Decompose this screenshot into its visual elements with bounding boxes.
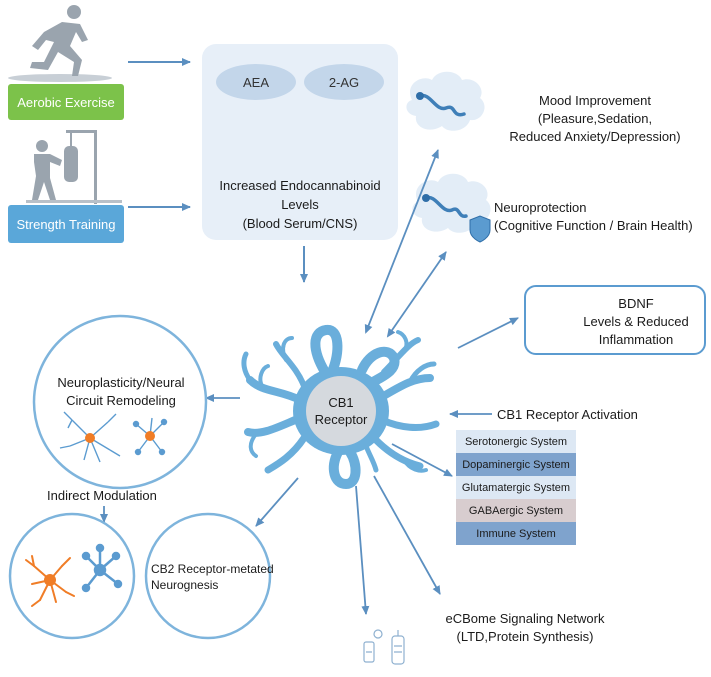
neuroplasticity-line2: Circuit Remodeling [66,393,176,408]
cb2-line2: Neurognesis [151,578,219,592]
system-item-immune: Immune System [456,522,576,545]
bdnf-line1: BDNF [618,296,654,311]
ecb-caption-line2: Levels [281,197,319,212]
neuroprotection-line1: Neuroprotection [494,200,587,215]
blue-neuron-icon [81,543,123,593]
aea-pill: AEA [216,64,296,100]
neuroprotection-line2: (Cognitive Function / Brain Health) [494,218,693,233]
endocannabinoid-box: AEA 2-AG Increased Endocannabinoid Level… [202,44,398,240]
mood-improvement-text: Mood Improvement (Pleasure,Sedation, Red… [488,92,702,146]
mood-line2: (Pleasure,Sedation, [537,111,653,126]
orange-neuron-icon [25,555,75,607]
endocannabinoid-caption: Increased Endocannabinoid Levels (Blood … [202,176,398,233]
system-item-gabaergic: GABAergic System [456,499,576,522]
neuroplasticity-text: Neuroplasticity/Neural Circuit Remodelin… [34,374,208,410]
bdnf-text: BDNF Levels & Reduced Inflammation [570,295,702,349]
neurogenesis-circle [8,512,136,640]
ecbome-line2: (LTD,Protein Synthesis) [456,629,594,644]
indirect-modulation-label: Indirect Modulation [47,488,157,503]
cb1-receptor-node: CB1 Receptor [306,376,376,446]
ecb-caption-line3: (Blood Serum/CNS) [242,216,358,231]
boxer-icon [26,130,122,204]
cb1-activation-label: CB1 Receptor Activation [497,407,638,422]
aerobic-exercise-label: Aerobic Exercise [8,84,124,120]
brain-icon [406,71,485,131]
system-label: Dopaminergic System [462,458,570,471]
cb1-line1: CB1 [328,395,354,410]
system-label: Serotonergic System [464,435,568,448]
neuroplasticity-circle [32,314,208,490]
ecbome-text: eCBome Signaling Network (LTD,Protein Sy… [418,610,632,646]
two-ag-pill: 2-AG [304,64,384,100]
ecb-caption-line1: Increased Endocannabinoid [219,178,381,193]
bdnf-line3: Inflammation [598,332,674,347]
system-label: Immune System [476,527,556,540]
system-item-dopaminergic: Dopaminergic System [456,453,576,476]
mood-line1: Mood Improvement [539,93,651,108]
cb2-text: CB2 Receptor-metated Neurognesis [151,561,291,593]
lab-vials-icon [363,629,405,665]
system-item-serotonergic: Serotonergic System [456,430,576,453]
system-label: Glutamatergic System [461,481,571,494]
strength-training-label: Strength Training [8,205,124,243]
ecbome-line1: eCBome Signaling Network [445,611,605,626]
system-item-glutamatergic: Glutamatergic System [456,476,576,499]
system-list: Serotonergic System Dopaminergic System … [456,430,576,545]
neuroprotection-text: Neuroprotection (Cognitive Function / Br… [494,199,708,235]
neuron-cluster-icon [59,411,168,463]
cb1-line2: Receptor [314,412,368,427]
runner-icon [8,5,112,82]
cb2-circle [144,512,272,640]
mood-line3: Reduced Anxiety/Depression) [509,129,681,144]
bdnf-box: BDNF Levels & Reduced Inflammation [524,285,706,355]
cb2-line1: CB2 Receptor-metated [151,562,274,576]
neuroplasticity-line1: Neuroplasticity/Neural [57,375,185,390]
bdnf-line2: Levels & Reduced [583,314,689,329]
system-label: GABAergic System [468,504,564,517]
